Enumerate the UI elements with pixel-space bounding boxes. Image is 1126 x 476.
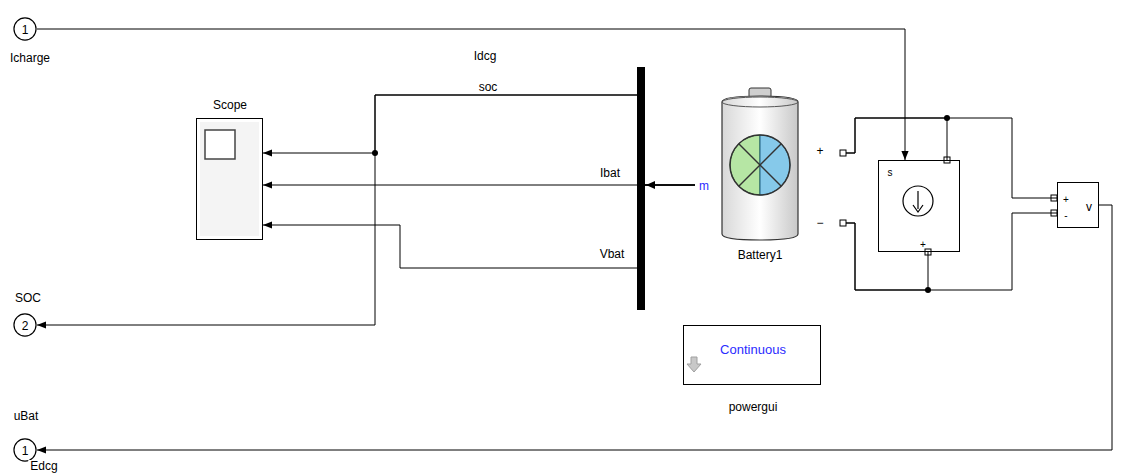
text-anchor: Battery1 [738,246,783,262]
powergui-block: Continuouspowergui [683,325,821,385]
port-name: Icharge [10,52,50,64]
block-name: Battery1 [738,249,783,261]
text-anchor: Icharge [10,49,50,65]
signal-line [263,95,695,185]
text-anchor: Continuous [720,341,786,357]
text-anchor: + [920,235,926,251]
port-number: 1 [22,445,29,457]
electrical-wire [846,118,947,160]
text-anchor: - [1064,206,1067,222]
text-anchor: 1 [22,442,29,458]
block-symbol: v [1086,201,1092,213]
signal-line [263,185,695,186]
outport-block: 1uBat [13,438,37,462]
text-anchor: v [1086,198,1092,214]
signal-name: Idcg [472,50,499,62]
port-label: + [920,240,926,250]
text-anchor: − [816,214,823,230]
port-label: s [888,168,893,178]
text-anchor: Idcg [472,47,499,63]
signal-name: Edcg [28,460,59,472]
signal-line [37,205,1112,450]
block-name: Scope [213,99,247,111]
text-anchor: uBat [14,407,39,423]
text-anchor: powergui [729,398,778,414]
terminal-sign: − [816,217,823,229]
electrical-wire [846,223,928,290]
current-source-icon [903,157,950,255]
signal-line [37,95,695,325]
inport-block: 1Icharge [13,17,37,41]
port-name: SOC [15,292,41,304]
text-anchor: Scope [213,96,247,112]
battery-terminal [840,150,846,156]
port-name: m [699,180,709,192]
text-anchor: + [816,142,823,158]
text-anchor: 1 [22,21,29,37]
signal-line [263,185,695,268]
text-anchor: Edcg [28,457,59,473]
text-anchor: Ibat [598,164,622,180]
text-anchor: m [699,177,709,193]
signal-name: Vbat [598,248,627,260]
text-anchor: 2 [22,317,29,333]
text-anchor: SOC [15,289,41,305]
current-source-block: s+ [878,160,960,252]
port-number: 2 [22,320,29,332]
scope-block: Scope [196,118,263,240]
solver-mode: Continuous [720,343,786,356]
scope-icon [200,122,259,236]
port-name: uBat [14,410,39,422]
signal-name: soc [477,81,500,93]
block-name: powergui [729,401,778,413]
battery-icon [722,88,798,240]
text-anchor: soc [477,78,500,94]
signal-name: Ibat [598,167,622,179]
port-label: + [1063,195,1069,205]
powergui-icon [687,357,701,372]
text-anchor: Vbat [598,245,627,261]
terminal-sign: + [816,145,823,157]
text-anchor: + [1063,190,1069,206]
port-number: 1 [22,24,29,36]
port-label: - [1064,211,1067,221]
text-anchor: s [888,163,893,179]
voltage-measurement-block: + - v [1057,182,1099,228]
outport-block: 2SOC [13,313,37,337]
battery-terminal [840,220,846,226]
